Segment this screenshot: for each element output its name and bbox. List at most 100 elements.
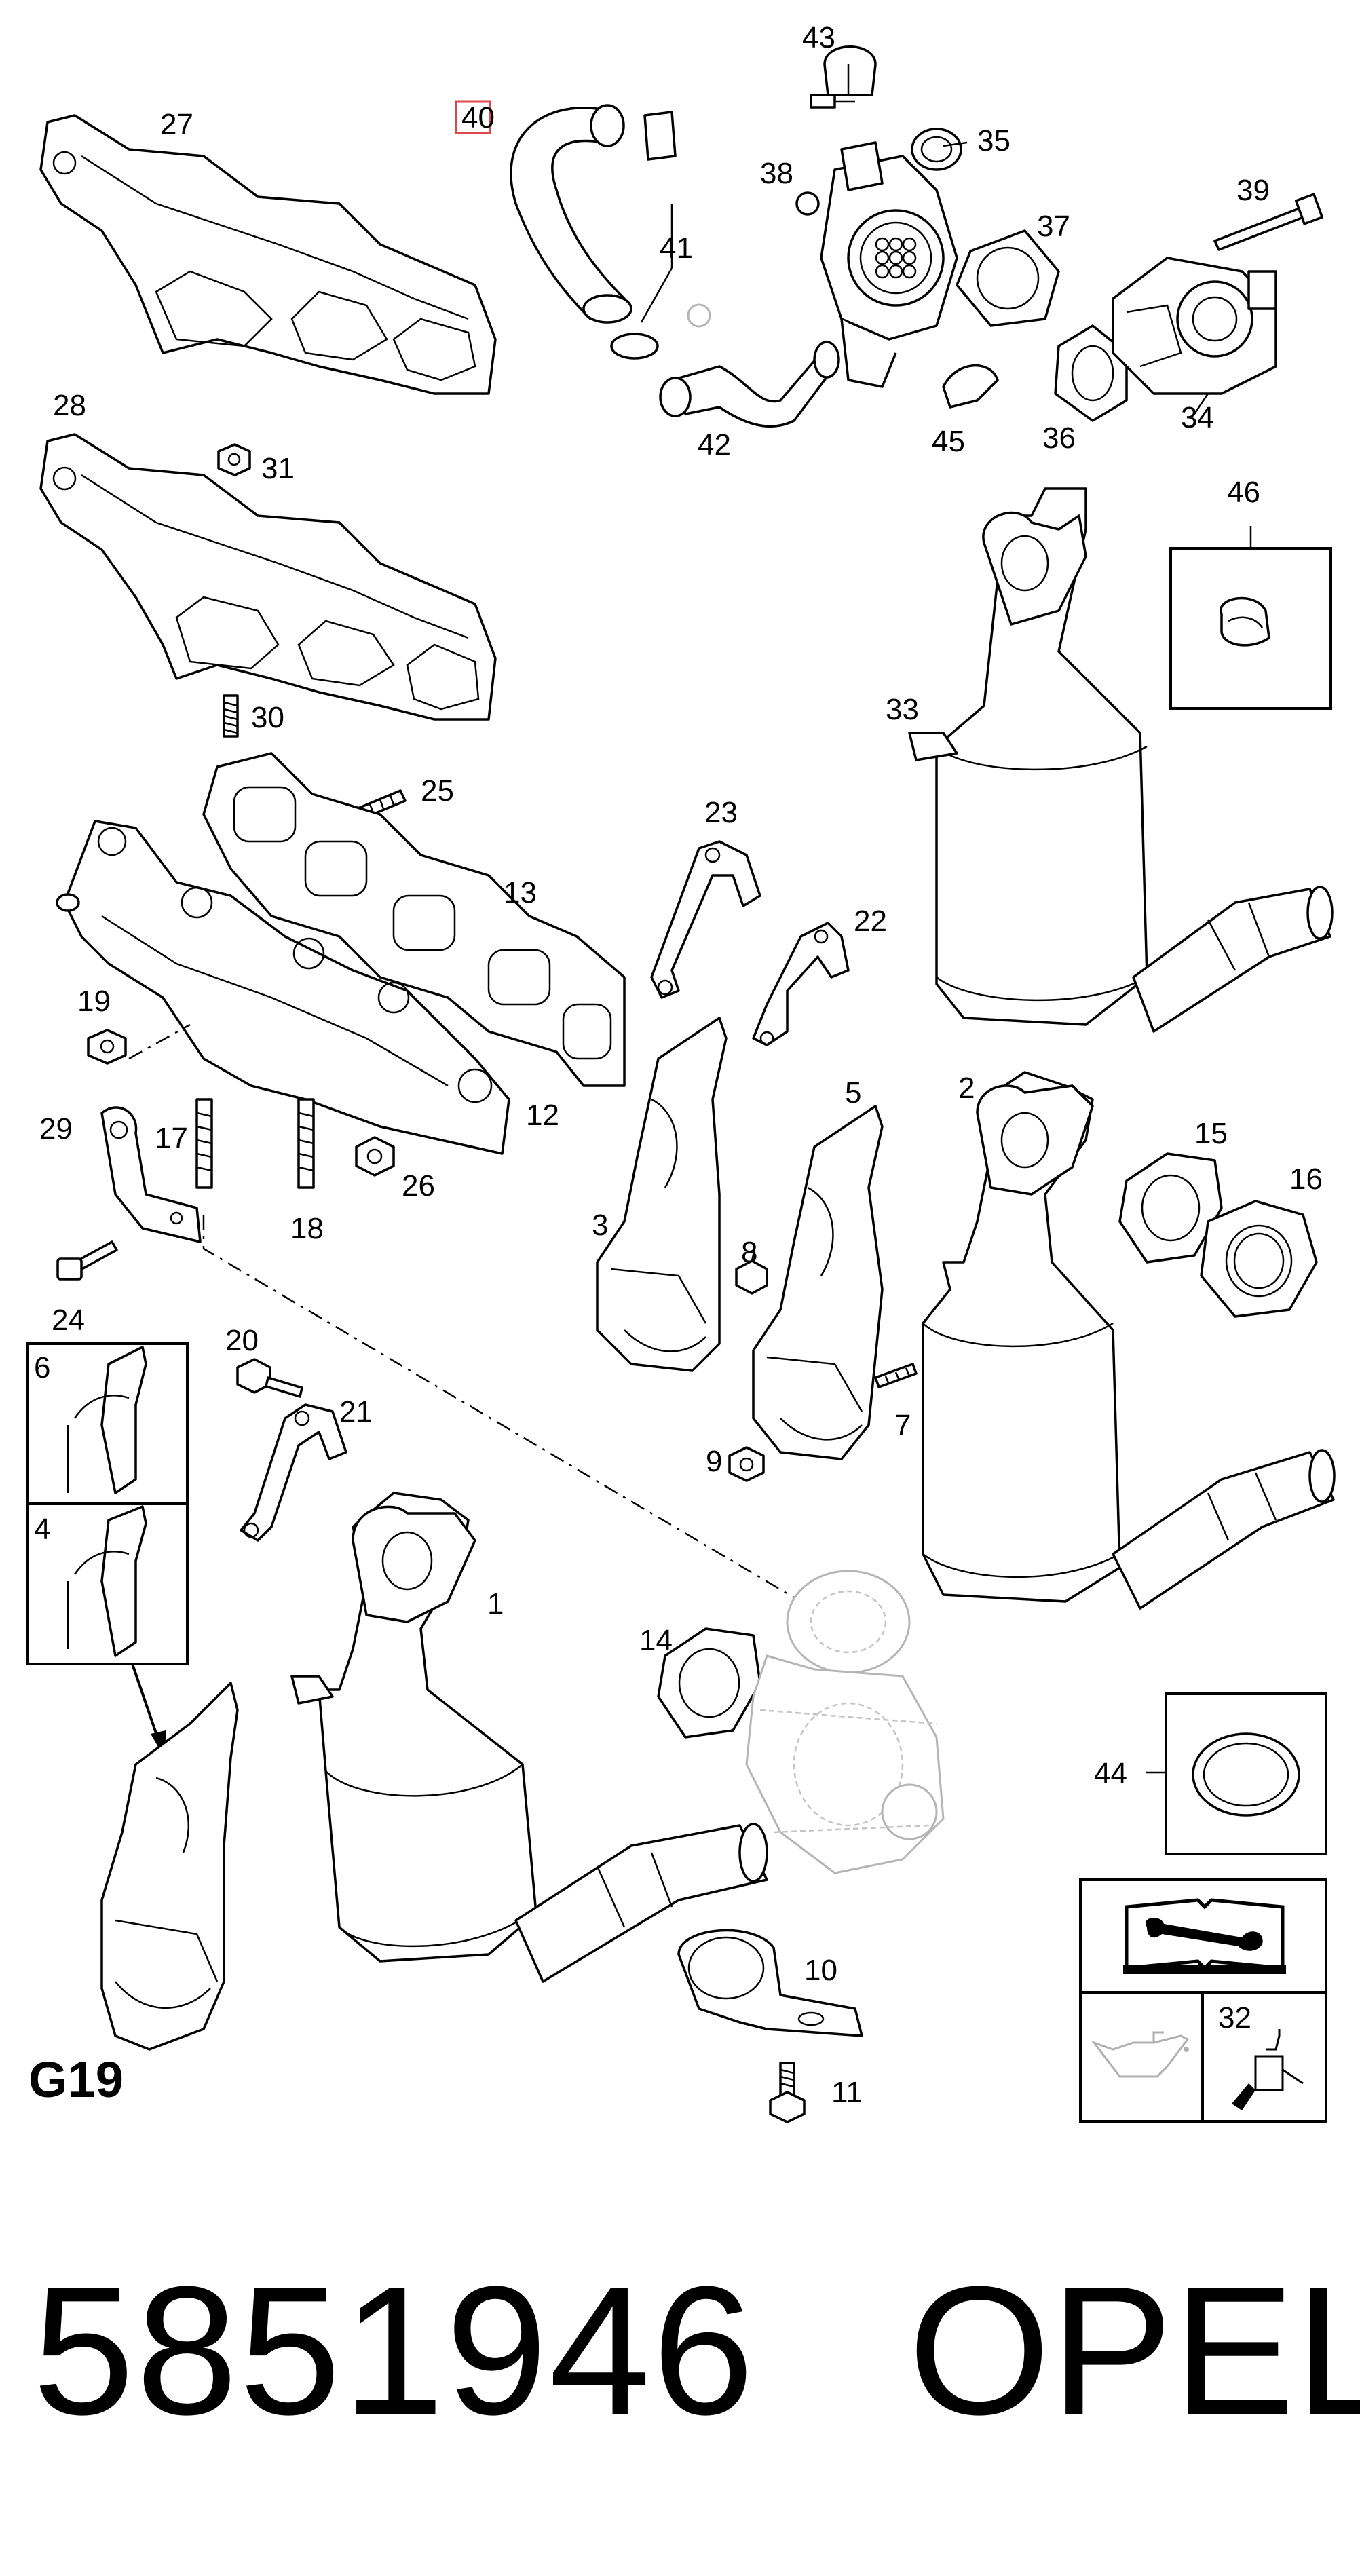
clamp-10: [677, 1929, 863, 2037]
inset-box-6: [26, 1342, 189, 1505]
bolt-20: [236, 1358, 303, 1398]
bracket-21: [240, 1403, 347, 1542]
group-code: G19: [29, 2051, 124, 2108]
callout-13: 13: [504, 876, 537, 909]
reference-line-19: [128, 1023, 191, 1060]
callout-22: 22: [854, 905, 887, 938]
egr-pipe-42: [659, 341, 840, 428]
inset-box-44: [1146, 1692, 1327, 1855]
bracket-22: [752, 922, 850, 1046]
callout-27: 27: [160, 108, 193, 141]
reference-line: [202, 1215, 801, 1603]
oil-can-icon: [1091, 2031, 1190, 2078]
callout-19: 19: [77, 985, 111, 1018]
brand-name: OPEL: [908, 2249, 1360, 2453]
callout-40: 40: [461, 101, 495, 134]
callout-41: 41: [660, 231, 693, 265]
callout-37: 37: [1037, 210, 1070, 243]
bolt-39: [1213, 193, 1324, 251]
exhaust-manifold-12: [56, 820, 510, 1155]
gasket-37: [956, 229, 1060, 327]
callout-7: 7: [894, 1409, 911, 1442]
callout-31: 31: [261, 452, 295, 485]
clip-45: [942, 364, 999, 409]
callout-21: 21: [339, 1395, 373, 1428]
nut-9: [728, 1446, 765, 1482]
heat-shield-upper-27: [39, 114, 497, 395]
callout-33: 33: [886, 693, 919, 726]
stud-30: [223, 694, 239, 738]
nut-26: [355, 1136, 395, 1177]
callout-2: 2: [958, 1072, 975, 1105]
stud-18: [297, 1098, 315, 1189]
heat-shield-3: [596, 1017, 728, 1372]
gasket-16: [1200, 1200, 1318, 1318]
catalytic-converter-2: [922, 1071, 1336, 1610]
egr-valve-34: [1112, 257, 1277, 395]
part-number: 5851946: [33, 2249, 756, 2453]
stud-17: [195, 1098, 213, 1189]
service-box: [1079, 1878, 1327, 2123]
callout-11: 11: [831, 2076, 863, 2109]
catalytic-converter-1: [290, 1492, 768, 1983]
nut-31: [217, 443, 251, 476]
highlight-box-40: [455, 100, 491, 134]
washer-small: [687, 303, 711, 328]
repair-manual-icon: [1123, 1898, 1286, 1974]
bolt-24: [56, 1240, 118, 1281]
stud-7: [874, 1363, 918, 1388]
callout-38: 38: [760, 157, 793, 190]
callout-24: 24: [52, 1304, 85, 1337]
callouts: 40 27 43 35 38 39 37 41 34 42 45 36 28 3…: [34, 21, 1323, 2109]
callout-39: 39: [1236, 174, 1270, 207]
callout-3: 3: [592, 1209, 608, 1242]
callout-18: 18: [290, 1212, 324, 1245]
bolt-38: [795, 191, 820, 216]
callout-25: 25: [421, 774, 454, 808]
callout-30: 30: [251, 701, 284, 734]
callout-45: 45: [932, 425, 965, 458]
clamp-43: [810, 45, 877, 109]
callout-23: 23: [704, 796, 738, 829]
callout-10: 10: [804, 1954, 837, 1987]
callout-28: 28: [53, 389, 86, 422]
bolt-11: [769, 2062, 806, 2123]
egr-cooler-35: [820, 128, 962, 388]
callout-36: 36: [1042, 421, 1076, 455]
callout-12: 12: [526, 1099, 559, 1132]
heat-shield-5: [752, 1105, 884, 1460]
callout-5: 5: [845, 1076, 861, 1110]
callout-43: 43: [802, 21, 835, 54]
heat-shield-4-main: [100, 1682, 239, 2051]
gasket-14: [657, 1627, 761, 1739]
leader-lines: [640, 64, 1209, 415]
turbocharger-reference: [745, 1570, 945, 1874]
callout-6: 6: [34, 1351, 50, 1384]
callout-20: 20: [225, 1324, 259, 1357]
inset-box-4: [26, 1502, 189, 1665]
callout-8: 8: [741, 1236, 757, 1269]
inset-box-46: [1169, 526, 1332, 710]
callout-9: 9: [706, 1445, 722, 1478]
callout-26: 26: [402, 1169, 435, 1202]
hose-clip-41: [610, 111, 677, 360]
sensor-icon: [1232, 2029, 1304, 2110]
callout-35: 35: [977, 124, 1010, 157]
gasket-36: [1054, 324, 1128, 422]
manifold-gasket-13: [202, 752, 626, 1087]
gasket-15: [1118, 1152, 1223, 1264]
callout-17: 17: [155, 1122, 188, 1155]
callout-44: 44: [1094, 1757, 1127, 1790]
bracket-23: [650, 840, 761, 999]
leader-arrow-4: [131, 1663, 159, 1738]
bracket-29: [100, 1106, 202, 1243]
callout-16: 16: [1289, 1162, 1323, 1196]
callout-42: 42: [698, 428, 731, 461]
catalytic-converter-33: [908, 487, 1334, 1033]
bolt-8: [735, 1248, 768, 1295]
callout-34: 34: [1181, 401, 1214, 434]
nut-19: [87, 1029, 127, 1065]
callout-4: 4: [34, 1513, 50, 1546]
callout-14: 14: [639, 1624, 673, 1657]
